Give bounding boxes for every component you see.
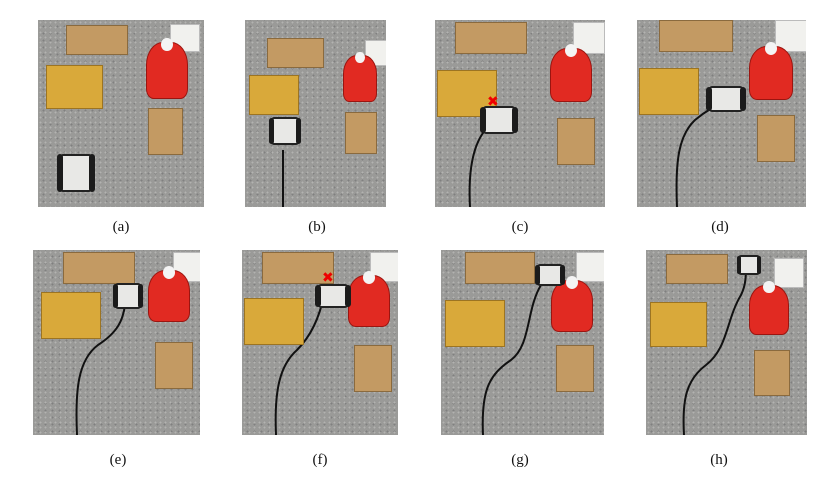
yellow-box [650, 302, 707, 347]
yellow-box [445, 300, 505, 347]
trajectory-path [75, 304, 126, 435]
cardboard-box [455, 22, 527, 54]
photo-panel-b [245, 20, 386, 207]
photo-panel-h [646, 250, 807, 435]
caption-a: (a) [112, 219, 130, 235]
cardboard-box [262, 252, 334, 284]
caption-f: (f) [312, 452, 328, 468]
robot [56, 154, 96, 192]
trajectory-path [282, 150, 284, 207]
caption-c: (c) [511, 219, 529, 235]
yellow-box [244, 298, 304, 345]
yellow-box [249, 75, 299, 115]
cardboard-box [63, 252, 135, 284]
red-bucket [343, 51, 377, 102]
cardboard-box [155, 342, 193, 389]
cardboard-box [66, 25, 128, 55]
yellow-box [639, 68, 699, 115]
photo-panel-a [38, 20, 204, 207]
photo-panel-e [33, 250, 200, 435]
cardboard-box [757, 115, 795, 162]
red-bucket [146, 37, 188, 99]
yellow-box [46, 65, 103, 109]
cardboard-box [659, 20, 733, 52]
caption-h: (h) [710, 452, 728, 468]
cardboard-box [267, 38, 324, 68]
photo-panel-d [637, 20, 806, 207]
cardboard-box [666, 254, 728, 284]
robot [113, 283, 143, 309]
white-box [774, 258, 804, 288]
red-bucket [551, 276, 593, 332]
caption-b: (b) [308, 219, 326, 235]
cardboard-box [345, 112, 377, 154]
robot [479, 106, 519, 134]
robot [268, 117, 302, 145]
robot [705, 86, 747, 112]
cardboard-box [354, 345, 392, 392]
caption-e: (e) [109, 452, 127, 468]
cardboard-box [556, 345, 594, 392]
cardboard-box [148, 108, 183, 155]
red-bucket [348, 271, 390, 327]
cross-icon: ✖ [322, 270, 334, 286]
red-bucket [550, 43, 592, 102]
cardboard-box [557, 118, 595, 165]
cross-icon: ✖ [487, 94, 499, 110]
photo-panel-c: ✖ [435, 20, 605, 207]
red-bucket [749, 281, 789, 335]
cardboard-box [465, 252, 535, 284]
yellow-box [41, 292, 101, 339]
trajectory-path [274, 294, 325, 435]
caption-d: (d) [711, 219, 729, 235]
trajectory-path [481, 284, 542, 435]
robot [315, 284, 351, 308]
cardboard-box [754, 350, 790, 396]
caption-g: (g) [511, 452, 529, 468]
robot [736, 255, 762, 275]
white-box [576, 252, 604, 282]
robot [535, 264, 565, 286]
red-bucket [749, 41, 793, 100]
trajectory-path [682, 264, 747, 435]
red-bucket [148, 266, 190, 322]
photo-panel-f: ✖ [242, 250, 398, 435]
photo-panel-g [441, 250, 604, 435]
